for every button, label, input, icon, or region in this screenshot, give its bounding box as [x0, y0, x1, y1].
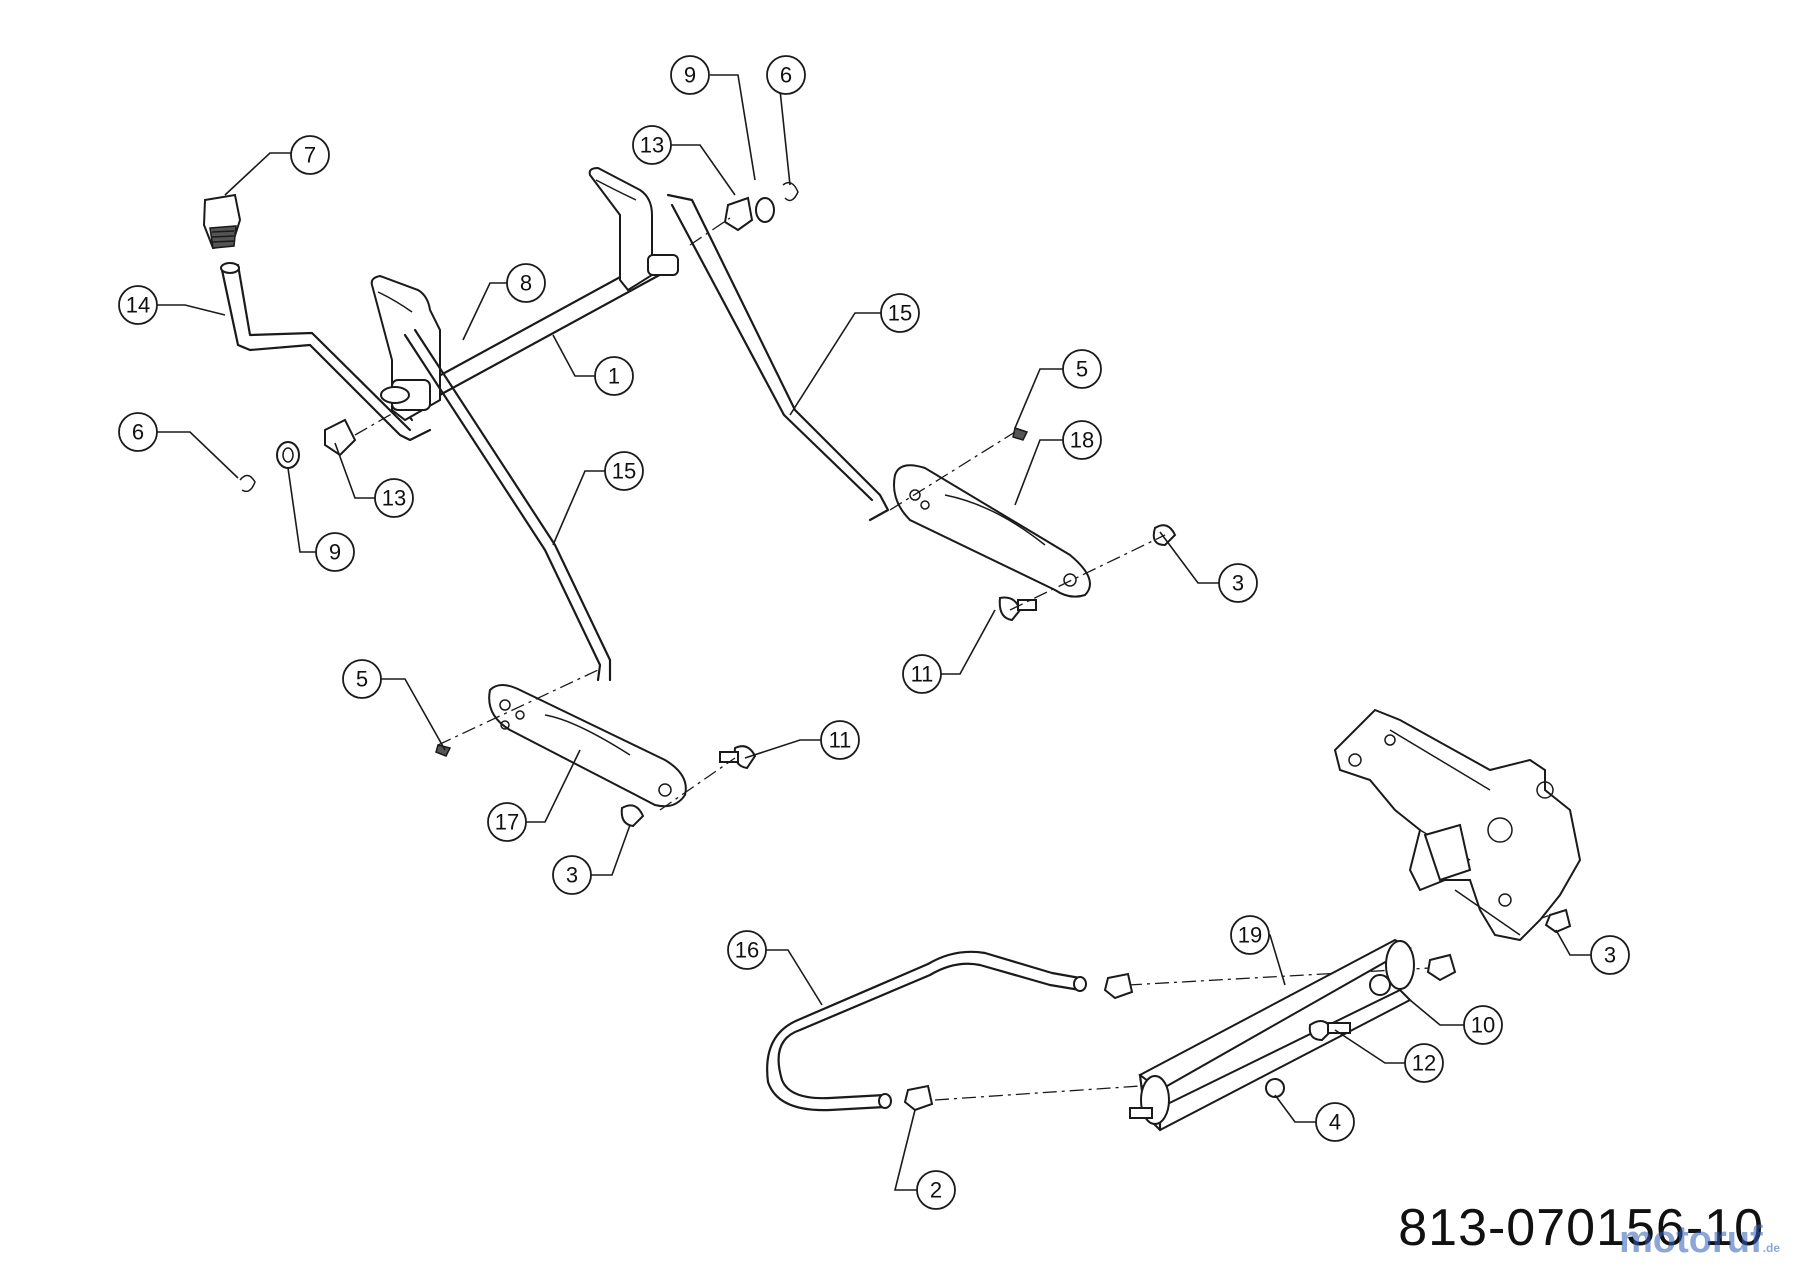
svg-text:5: 5 — [356, 667, 368, 692]
svg-text:3: 3 — [1232, 571, 1244, 596]
callout-13: 13 — [632, 125, 672, 165]
callout-5-left: 5 — [342, 659, 382, 699]
svg-text:6: 6 — [132, 420, 144, 445]
lift-shaft — [1129, 938, 1415, 1132]
svg-text:2: 2 — [930, 1178, 942, 1203]
callout-19: 19 — [1230, 915, 1270, 955]
height-lever — [220, 262, 432, 442]
svg-text:11: 11 — [829, 728, 852, 753]
drawing-number: 813-070156-10 — [1398, 1199, 1764, 1257]
left-lift-plate — [488, 684, 687, 808]
callout-3-upper: 3 — [1218, 563, 1258, 603]
svg-text:9: 9 — [684, 63, 696, 88]
svg-text:13: 13 — [640, 133, 664, 158]
callout-15-left: 15 — [604, 451, 644, 491]
svg-text:5: 5 — [1076, 357, 1088, 382]
svg-text:7: 7 — [304, 143, 316, 168]
callout-12: 12 — [1404, 1043, 1444, 1083]
lift-rod — [766, 950, 1087, 1112]
callout-18: 18 — [1062, 420, 1102, 460]
right-link-rod — [666, 193, 890, 522]
svg-text:15: 15 — [612, 459, 636, 484]
callout-2: 2 — [916, 1170, 956, 1210]
frame-bracket — [1333, 708, 1582, 942]
svg-text:3: 3 — [566, 863, 578, 888]
svg-text:9: 9 — [329, 540, 341, 565]
lever-knob — [202, 193, 242, 250]
svg-text:13: 13 — [382, 486, 406, 511]
svg-text:8: 8 — [520, 271, 532, 296]
watermark-brand: motoruf — [1619, 1219, 1763, 1261]
callout-13-left: 13 — [374, 478, 414, 518]
callout-1: 1 — [594, 356, 634, 396]
right-lift-plate — [893, 464, 1091, 598]
watermark-tld: .de — [1762, 1241, 1780, 1255]
callout-3-mid: 3 — [552, 855, 592, 895]
callout-9: 9 — [670, 55, 710, 95]
callout-15-right: 15 — [880, 293, 920, 333]
svg-text:19: 19 — [1238, 923, 1262, 948]
svg-text:14: 14 — [126, 293, 150, 318]
callout-6-left: 6 — [118, 412, 158, 452]
svg-text:17: 17 — [495, 810, 519, 835]
leader-lines — [155, 74, 1592, 1191]
callout-4: 4 — [1315, 1102, 1355, 1142]
svg-text:11: 11 — [911, 662, 934, 687]
callout-11-left: 11 — [820, 720, 860, 760]
callout-16: 16 — [727, 930, 767, 970]
left-bracket — [370, 274, 441, 422]
callout-11-right: 11 — [902, 654, 942, 694]
callouts: 9 6 13 7 14 8 1 15 5 18 6 13 15 9 3 11 5… — [118, 55, 1630, 1210]
svg-text:3: 3 — [1604, 943, 1616, 968]
callout-17: 17 — [487, 802, 527, 842]
center-lines — [354, 217, 1551, 1101]
callout-14: 14 — [118, 285, 158, 325]
svg-text:12: 12 — [1412, 1051, 1436, 1076]
svg-text:1: 1 — [608, 364, 620, 389]
callout-9-left: 9 — [315, 532, 355, 572]
callout-7: 7 — [290, 135, 330, 175]
svg-text:16: 16 — [735, 938, 759, 963]
left-link-rod — [403, 328, 612, 682]
right-bracket — [588, 166, 679, 292]
hardware-lower — [903, 908, 1572, 1112]
watermark-logo: motoruf.de — [1619, 1219, 1780, 1262]
svg-text:18: 18 — [1070, 428, 1094, 453]
callout-8: 8 — [506, 263, 546, 303]
callout-5-right: 5 — [1062, 349, 1102, 389]
callout-6: 6 — [766, 55, 806, 95]
svg-text:6: 6 — [780, 63, 792, 88]
svg-text:10: 10 — [1471, 1013, 1495, 1038]
callout-10: 10 — [1463, 1005, 1503, 1045]
svg-text:4: 4 — [1329, 1110, 1341, 1135]
svg-text:15: 15 — [888, 301, 912, 326]
callout-3-right: 3 — [1590, 935, 1630, 975]
